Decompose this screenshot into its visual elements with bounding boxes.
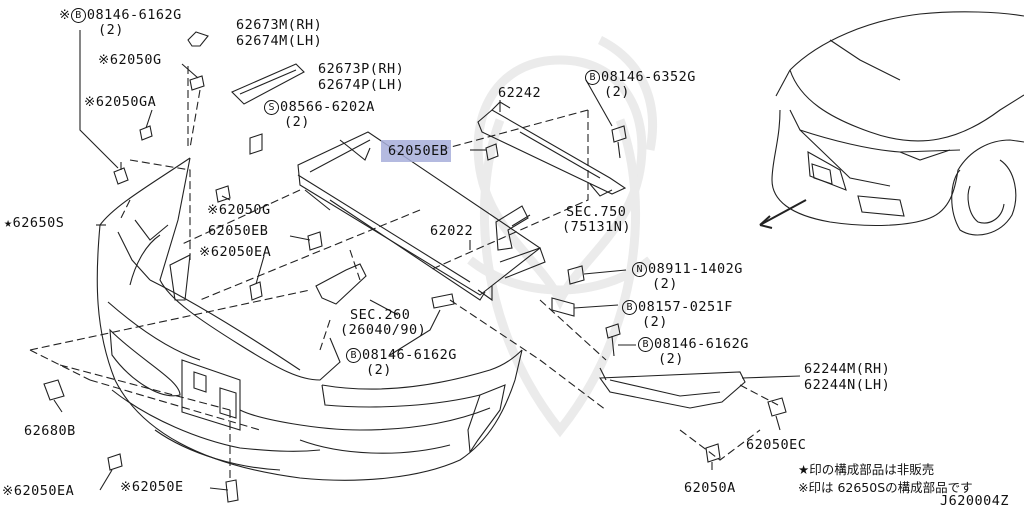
b-circle-icon: B bbox=[346, 348, 361, 363]
label-62244m-rh[interactable]: 62244M(RH) bbox=[804, 361, 891, 377]
reinforcement-beam bbox=[297, 131, 546, 302]
qty-08146-6162g-right: (2) bbox=[658, 351, 684, 367]
bracket-62673p bbox=[231, 63, 305, 105]
diagram-id: J620004Z bbox=[940, 493, 1010, 509]
qty-08146-6162g-mid: (2) bbox=[366, 362, 392, 378]
line-art bbox=[29, 11, 1024, 503]
label-62242[interactable]: 62242 bbox=[498, 85, 542, 101]
label-62050eb-highlighted[interactable]: 62050EB bbox=[388, 143, 449, 159]
bracket-750 bbox=[495, 205, 529, 251]
note-asterisk: ※印は 62650Sの構成部品です bbox=[798, 480, 973, 495]
label-62650s[interactable]: ★62650S bbox=[4, 215, 65, 231]
label-62680b[interactable]: 62680B bbox=[24, 423, 76, 439]
label-62022[interactable]: 62022 bbox=[430, 223, 474, 239]
clip-62673m bbox=[187, 31, 209, 47]
label-62050ea-bot[interactable]: ※62050EA bbox=[2, 483, 75, 499]
qty-08157-0251f: (2) bbox=[642, 314, 668, 330]
label-62050g-b[interactable]: ※62050G bbox=[207, 202, 271, 218]
label-sec750-line1[interactable]: SEC.750 bbox=[566, 204, 627, 220]
upper-stay bbox=[477, 101, 627, 197]
b-circle-icon: B bbox=[622, 300, 637, 315]
note-star: ★印の構成部品は非販売 bbox=[798, 462, 935, 477]
leader-lines bbox=[53, 30, 801, 491]
label-62244n-lh[interactable]: 62244N(LH) bbox=[804, 377, 891, 393]
label-62050ea-mid[interactable]: ※62050EA bbox=[199, 244, 272, 260]
fasteners bbox=[107, 75, 787, 503]
label-62050eb[interactable]: 62050EB bbox=[208, 223, 269, 239]
label-62673p-rh[interactable]: 62673P(RH) bbox=[318, 61, 405, 77]
label-62674m-lh[interactable]: 62674M(LH) bbox=[236, 33, 323, 49]
s-circle-icon: S bbox=[264, 100, 279, 115]
label-62050a[interactable]: 62050A bbox=[684, 480, 736, 496]
label-sec260-line1[interactable]: SEC.260 bbox=[350, 307, 411, 323]
label-62050e[interactable]: ※62050E bbox=[120, 479, 184, 495]
highlight-62050eb bbox=[381, 140, 451, 162]
label-sec260-line2: (26040/90) bbox=[340, 322, 427, 338]
n-circle-icon: N bbox=[632, 262, 647, 277]
bracket-260 bbox=[315, 263, 367, 305]
b-circle-icon: B bbox=[638, 337, 653, 352]
label-62674p-lh[interactable]: 62674P(LH) bbox=[318, 77, 405, 93]
qty-08146-6352g: (2) bbox=[604, 84, 630, 100]
label-62050g-a[interactable]: ※62050G bbox=[98, 52, 162, 68]
clip-62680b bbox=[43, 379, 65, 401]
b-circle-icon: B bbox=[70, 8, 86, 23]
qty-08146-6162g-top: (2) bbox=[98, 22, 124, 38]
label-62673m-rh[interactable]: 62673M(RH) bbox=[236, 17, 323, 33]
b-circle-icon: B bbox=[585, 70, 600, 85]
label-62050ec[interactable]: 62050EC bbox=[746, 437, 807, 453]
side-bracket bbox=[598, 367, 746, 409]
bumper-fascia bbox=[96, 157, 523, 481]
label-62050ga[interactable]: ※62050GA bbox=[84, 94, 157, 110]
dashed-guides bbox=[29, 66, 779, 480]
car-illustration bbox=[759, 11, 1024, 236]
qty-08566-6202a: (2) bbox=[284, 114, 310, 130]
qty-08911-1402g: (2) bbox=[652, 276, 678, 292]
label-sec750-line2: (75131N) bbox=[562, 219, 632, 235]
